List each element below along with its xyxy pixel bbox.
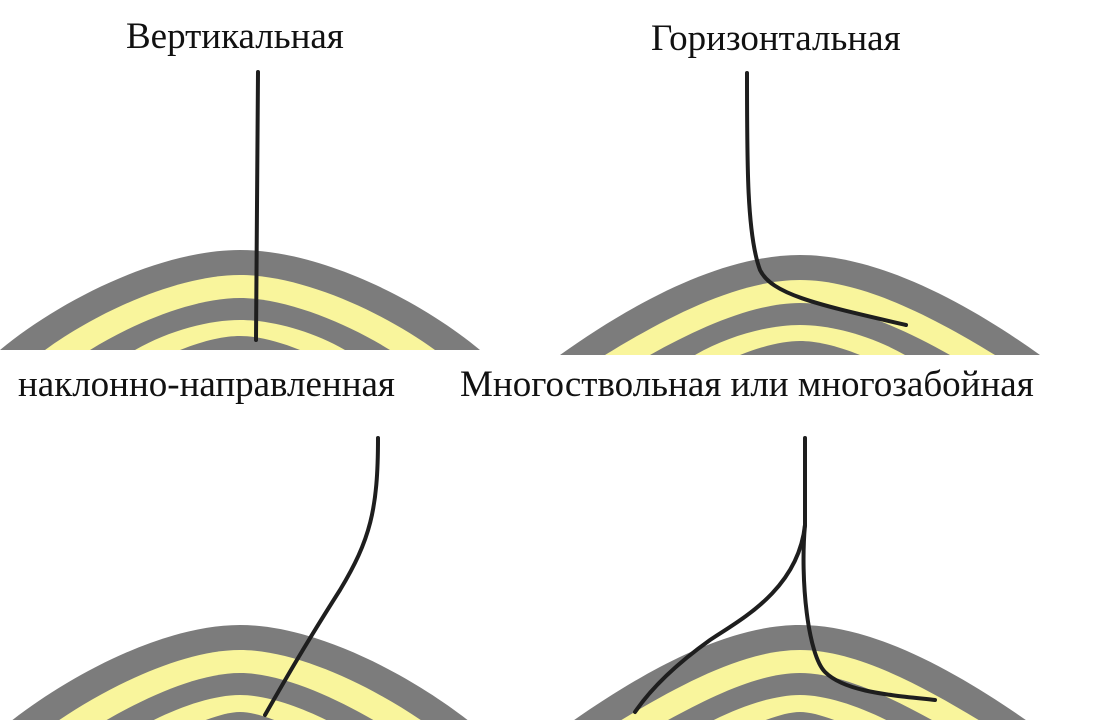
directional-well-panel bbox=[0, 410, 540, 720]
vertical-well-panel bbox=[0, 40, 540, 350]
multilateral-well-panel bbox=[540, 410, 1080, 720]
directional-well-label: наклонно-направленная bbox=[18, 366, 395, 403]
anticline-structure bbox=[0, 625, 480, 720]
horizontal-well-panel bbox=[540, 45, 1080, 355]
multilateral-well-label: Многоствольная или многозабойная bbox=[460, 366, 1034, 403]
anticline-structure bbox=[560, 255, 1040, 355]
anticline-structure bbox=[560, 625, 1040, 720]
vertical-well-path bbox=[256, 72, 258, 340]
anticline-structure bbox=[0, 250, 480, 350]
